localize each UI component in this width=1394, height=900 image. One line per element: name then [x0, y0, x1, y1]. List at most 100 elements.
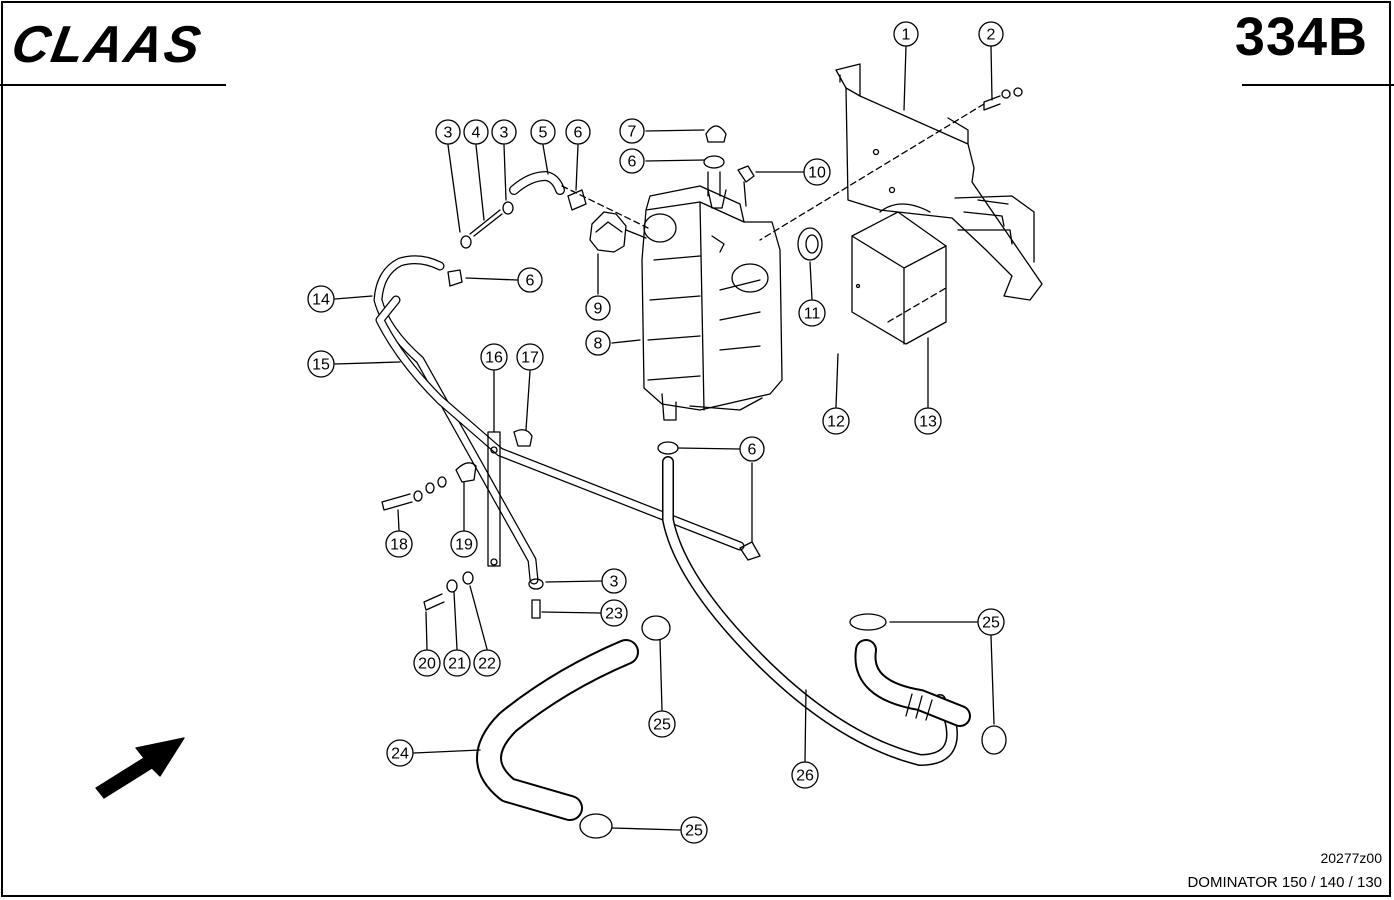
header-rule-right	[1242, 84, 1394, 86]
callout-label: 3	[610, 574, 619, 591]
control-box	[851, 203, 947, 345]
connector-23	[531, 599, 541, 619]
pipe-15	[375, 295, 745, 551]
callout-label: 25	[653, 717, 671, 734]
nut-3	[502, 201, 514, 215]
claas-logo: CLAAS	[14, 16, 207, 72]
callout-22: 22	[473, 649, 501, 677]
callout-15: 15	[307, 350, 335, 378]
callout-11: 11	[798, 299, 826, 327]
sensor-10	[737, 165, 755, 207]
callout-label: 12	[827, 414, 845, 431]
clamp-25-bottom	[579, 813, 613, 839]
callout-1: 1	[893, 21, 919, 47]
callout-14: 14	[307, 285, 335, 313]
leader-lines	[334, 45, 995, 831]
clip-6-hose	[657, 441, 679, 455]
callout-4: 4	[463, 119, 489, 145]
callout-23: 23	[600, 599, 628, 627]
callout-25a: 25	[648, 710, 676, 738]
callout-label: 26	[796, 768, 814, 785]
callout-label: 5	[539, 125, 548, 142]
callout-25b: 25	[977, 608, 1005, 636]
callout-label: 23	[605, 606, 623, 623]
float-cap	[705, 125, 727, 143]
callout-label: 21	[448, 656, 466, 673]
callout-label: 6	[526, 273, 535, 290]
bolt-20	[423, 571, 474, 611]
callout-label: 19	[455, 537, 473, 554]
callout-13: 13	[914, 407, 942, 435]
callout-label: 8	[594, 336, 603, 353]
clamp-25-top	[641, 615, 671, 641]
callout-label: 6	[628, 154, 637, 171]
callout-label: 25	[685, 823, 703, 840]
callout-16: 16	[480, 343, 508, 371]
nut-3b	[460, 235, 472, 249]
callout-label: 14	[312, 292, 330, 309]
expansion-tank	[641, 185, 783, 421]
drawing-code: 20277z00	[1320, 850, 1382, 866]
callout-label: 7	[628, 124, 637, 141]
support-strip-16	[487, 431, 501, 567]
callout-19: 19	[450, 530, 478, 558]
callout-3b: 3	[491, 119, 517, 145]
callout-6a: 6	[565, 119, 591, 145]
callout-18: 18	[385, 530, 413, 558]
callout-label: 20	[418, 656, 436, 673]
callout-5: 5	[530, 119, 556, 145]
sealing-ring	[797, 227, 823, 261]
hose-26	[662, 456, 958, 766]
callout-label: 10	[808, 165, 826, 182]
callout-3c: 3	[601, 568, 627, 594]
callout-label: 22	[478, 656, 496, 673]
callout-label: 13	[919, 414, 937, 431]
claas-logo-text: CLAAS	[14, 16, 207, 72]
callout-12: 12	[822, 407, 850, 435]
header-rule-left	[0, 84, 226, 86]
hose-5	[509, 171, 565, 195]
callout-17: 17	[516, 343, 544, 371]
callout-10: 10	[803, 158, 831, 186]
clamp-25-upper	[849, 613, 887, 631]
callout-8: 8	[585, 330, 611, 356]
callout-6c: 6	[517, 267, 543, 293]
callout-label: 17	[521, 350, 539, 367]
callout-3a: 3	[435, 119, 461, 145]
callout-6b: 6	[619, 148, 645, 174]
pipe-14	[373, 255, 539, 585]
callout-label: 15	[312, 357, 330, 374]
callout-7: 7	[619, 118, 645, 144]
direction-arrow	[95, 737, 185, 799]
clamp-19	[455, 462, 477, 483]
assembly-axis-line	[759, 103, 985, 241]
callout-label: 16	[485, 350, 503, 367]
model-designation: DOMINATOR 150 / 140 / 130	[1187, 874, 1382, 891]
callout-set: 1 2 3 4 3 5 6 7 6 10 6 14 9 11 8 15 16 1…	[307, 21, 1005, 844]
bolt-18	[381, 476, 447, 511]
callout-label: 11	[804, 306, 821, 323]
callout-label: 25	[982, 615, 1000, 632]
clip-3-lower	[528, 578, 544, 590]
callout-21: 21	[443, 649, 471, 677]
callout-label: 1	[902, 27, 911, 44]
clip-6-upper	[567, 189, 587, 211]
callout-26: 26	[791, 761, 819, 789]
callout-label: 4	[472, 125, 481, 142]
callout-label: 18	[390, 537, 408, 554]
clip-6-pipe-end	[739, 541, 761, 561]
callout-9: 9	[585, 295, 611, 321]
clip-6-left	[447, 269, 463, 287]
bolt-2	[983, 87, 1023, 111]
clip-17	[513, 429, 533, 447]
callout-label: 6	[574, 125, 583, 142]
callout-24: 24	[386, 739, 414, 767]
callout-label: 3	[500, 125, 509, 142]
screw-4	[469, 209, 503, 237]
callout-label: 9	[594, 301, 603, 318]
hose-24	[476, 639, 639, 821]
callout-label: 24	[391, 746, 409, 763]
callout-20: 20	[413, 649, 441, 677]
